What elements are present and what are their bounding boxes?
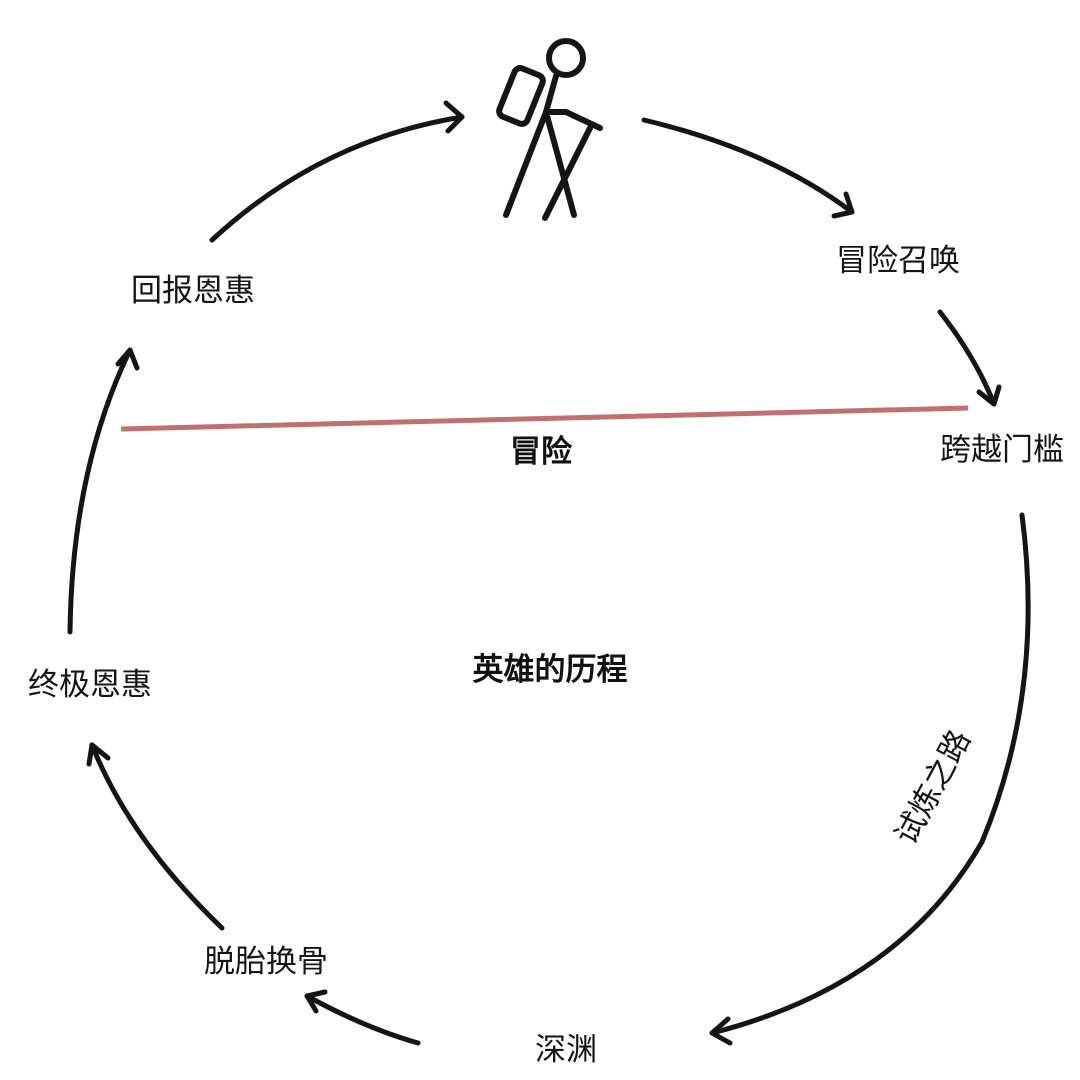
arrowhead-return-to-start [443, 100, 465, 134]
stage-label-return-boon: 回报恩惠 [131, 273, 255, 309]
arrowhead-ultimate-boon-to-return-boon [115, 347, 140, 371]
arrowhead-call-to-threshold [976, 384, 1002, 407]
stage-label-threshold: 跨越门槛 [940, 432, 1064, 468]
hiker-icon [496, 38, 603, 221]
stage-label-call: 冒险召唤 [836, 243, 960, 279]
arrow-return-to-start [209, 114, 465, 243]
arrow-transformation-to-ultimate-boon [89, 742, 225, 931]
stage-label-trials: 试炼之路 [888, 724, 978, 850]
stage-label-ultimate-boon: 终极恩惠 [28, 667, 152, 703]
arrow-start-to-call [641, 117, 855, 215]
stage-label-transformation: 脱胎换骨 [204, 944, 328, 980]
arrowhead-threshold-to-abyss [709, 1016, 733, 1046]
arrow-call-to-threshold [937, 309, 997, 407]
arrow-threshold-to-abyss [709, 512, 1031, 1036]
arrowhead-abyss-to-transformation [304, 989, 328, 1014]
arrow-abyss-to-transformation [304, 993, 421, 1046]
arrowhead-start-to-call [831, 191, 855, 219]
stage-label-abyss: 深渊 [535, 1032, 597, 1068]
arrowhead-transformation-to-ultimate-boon [86, 742, 111, 767]
divider-label: 冒险 [510, 434, 573, 470]
center-title: 英雄的历程 [473, 652, 628, 688]
arrow-ultimate-boon-to-return-boon [67, 347, 133, 635]
adventure-divider-line [120, 405, 969, 432]
